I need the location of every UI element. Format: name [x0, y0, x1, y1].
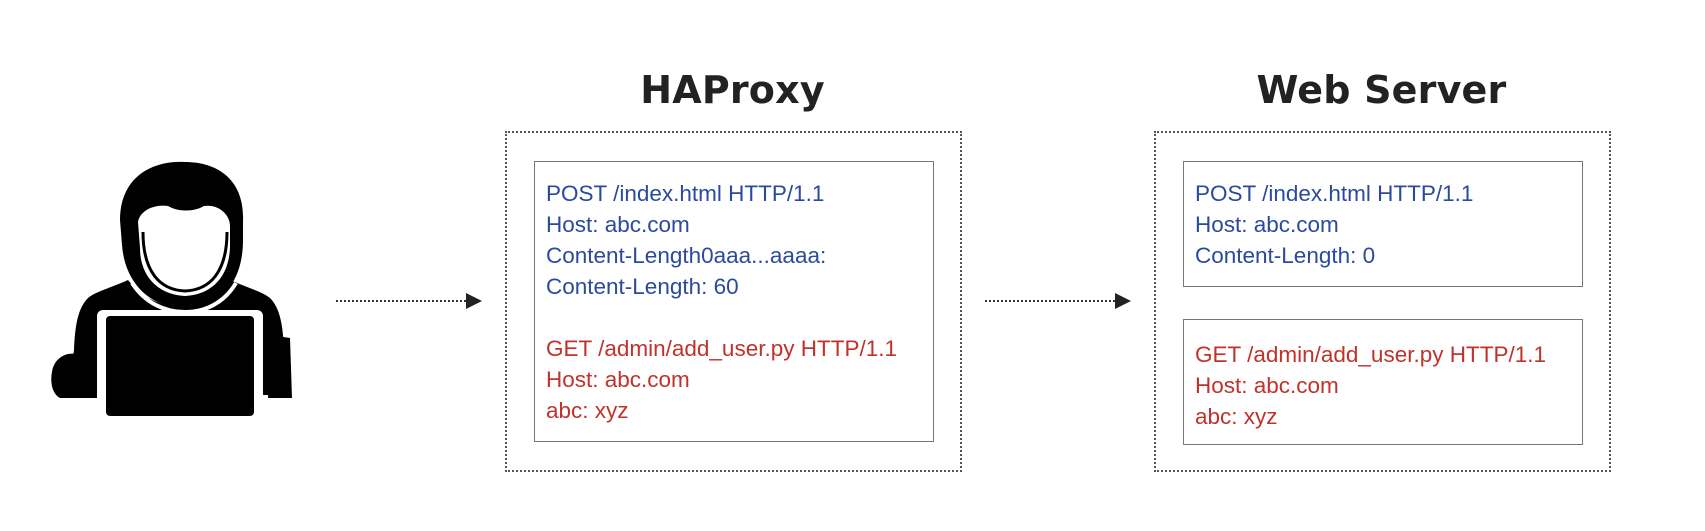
- haproxy-title: HAProxy: [640, 68, 825, 112]
- haproxy-panel: POST /index.html HTTP/1.1 Host: abc.com …: [505, 131, 962, 472]
- ws-content-length-header: Content-Length: 0: [1195, 243, 1376, 268]
- user-at-laptop-icon: [40, 160, 320, 450]
- ws-smuggled-abc-header: abc: xyz: [1195, 404, 1278, 429]
- haproxy-smuggled-host-header: Host: abc.com: [546, 367, 690, 392]
- web-server-title: Web Server: [1256, 68, 1507, 112]
- ws-smuggled-host-header: Host: abc.com: [1195, 373, 1339, 398]
- haproxy-smuggled-request-line: GET /admin/add_user.py HTTP/1.1: [546, 336, 898, 361]
- ws-smuggled-request-line: GET /admin/add_user.py HTTP/1.1: [1195, 342, 1547, 367]
- haproxy-content-length-header: Content-Length: 60: [546, 274, 739, 299]
- haproxy-request-box: POST /index.html HTTP/1.1 Host: abc.com …: [534, 161, 934, 442]
- haproxy-obfuscated-header: Content-Length0aaa...aaaa:: [546, 243, 827, 268]
- flow-arrow-to-haproxy: [336, 291, 482, 311]
- flow-arrow-to-web-server: [985, 291, 1131, 311]
- blank-line: [546, 302, 933, 333]
- web-server-first-request-box: POST /index.html HTTP/1.1 Host: abc.com …: [1183, 161, 1583, 287]
- ws-host-header: Host: abc.com: [1195, 212, 1339, 237]
- web-server-second-request-box: GET /admin/add_user.py HTTP/1.1 Host: ab…: [1183, 319, 1583, 445]
- haproxy-request-line: POST /index.html HTTP/1.1: [546, 181, 825, 206]
- web-server-panel: POST /index.html HTTP/1.1 Host: abc.com …: [1154, 131, 1611, 472]
- haproxy-host-header: Host: abc.com: [546, 212, 690, 237]
- ws-request-line: POST /index.html HTTP/1.1: [1195, 181, 1474, 206]
- haproxy-smuggled-abc-header: abc: xyz: [546, 398, 629, 423]
